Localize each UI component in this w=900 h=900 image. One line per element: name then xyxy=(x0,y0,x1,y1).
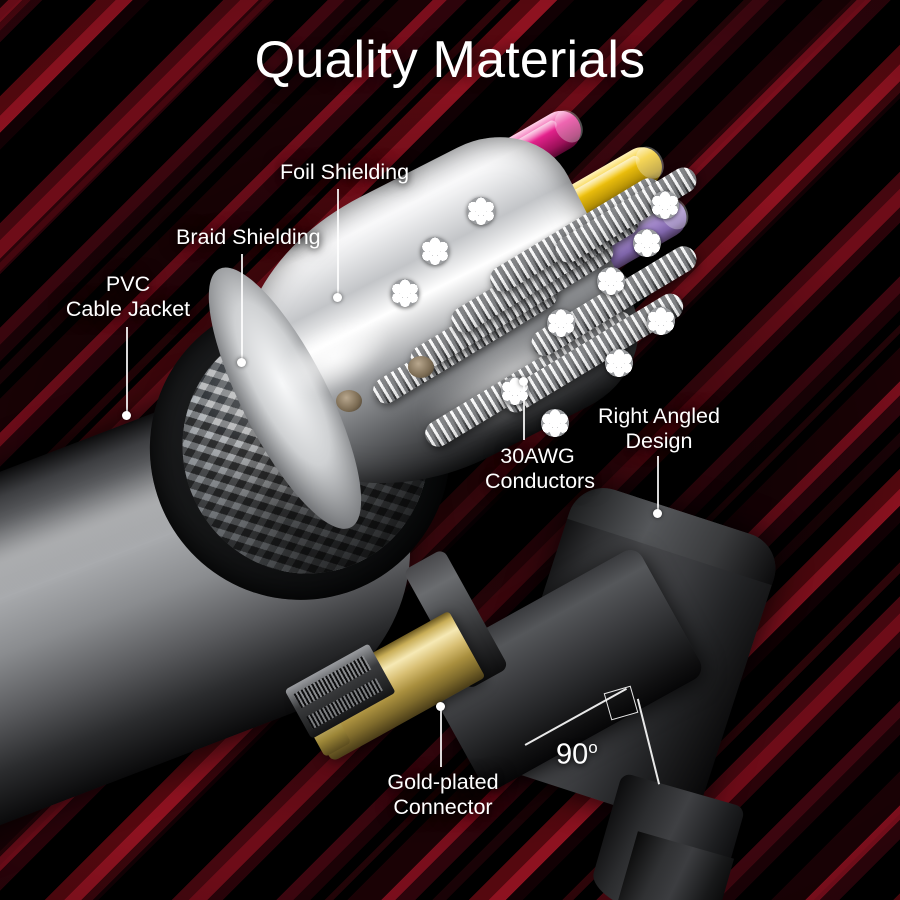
angle-value-text: 90o xyxy=(556,738,598,772)
leader-dot-pvc-cable-jacket xyxy=(122,411,131,420)
leader-line-braid-shielding xyxy=(241,254,243,362)
callout-label-gold-plated-connector: Gold-plated Connector xyxy=(387,770,499,819)
leader-line-pvc-cable-jacket xyxy=(126,327,128,412)
drain-wire-cluster xyxy=(408,356,434,378)
strand-cross-section xyxy=(632,228,662,258)
callout-label-braid-shielding: Braid Shielding xyxy=(176,225,321,249)
drain-wire-cluster xyxy=(336,390,362,412)
leader-dot-foil-shielding xyxy=(333,293,342,302)
strand-cross-section xyxy=(540,408,570,438)
leader-dot-awg-conductors xyxy=(519,377,528,386)
leader-line-right-angled-design xyxy=(657,456,659,512)
strand-cross-section xyxy=(420,236,450,266)
leader-dot-right-angled-design xyxy=(653,509,662,518)
leader-line-gold-plated-connector xyxy=(440,709,442,767)
strand-cross-section xyxy=(466,196,496,226)
strand-cross-section xyxy=(646,306,676,336)
angle-degree-symbol: o xyxy=(588,738,598,757)
page-title: Quality Materials xyxy=(254,31,646,89)
strand-cross-section xyxy=(596,266,626,296)
leader-line-foil-shielding xyxy=(337,189,339,297)
strand-cross-section xyxy=(604,348,634,378)
leader-line-awg-conductors xyxy=(523,384,525,440)
strand-cross-section xyxy=(390,278,420,308)
exposed-conductor-strands xyxy=(336,162,710,452)
leader-dot-braid-shielding xyxy=(237,358,246,367)
strand-cross-section xyxy=(650,190,680,220)
leader-dot-gold-plated-connector xyxy=(436,702,445,711)
callout-label-foil-shielding: Foil Shielding xyxy=(280,160,410,184)
callout-label-pvc-cable-jacket: PVC Cable Jacket xyxy=(65,272,191,321)
callout-label-awg-conductors: 30AWG Conductors xyxy=(485,444,595,493)
angle-number: 90 xyxy=(556,738,589,771)
strand-cross-section xyxy=(546,308,576,338)
callout-label-right-angled-design: Right Angled Design xyxy=(598,404,720,453)
